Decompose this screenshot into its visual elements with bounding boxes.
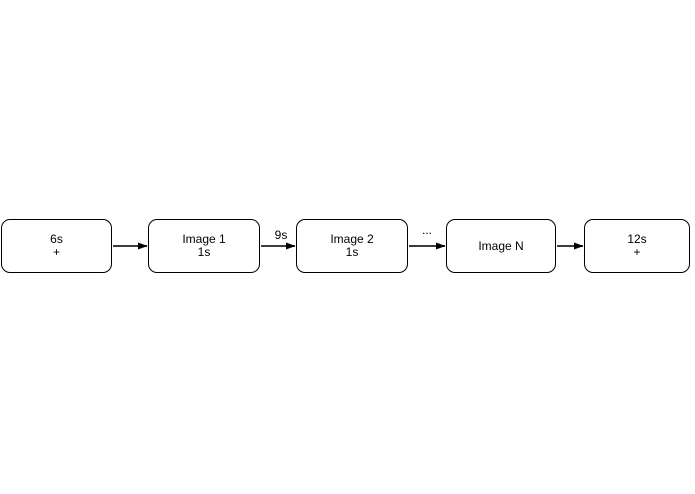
edge-label-9s: 9s xyxy=(273,228,289,242)
edge-label-ellipsis: ... xyxy=(420,223,434,237)
node-start-sublabel: + xyxy=(52,245,60,259)
node-image-2-sublabel: 1s xyxy=(345,245,359,259)
node-image-2-label: Image 2 xyxy=(330,232,374,246)
node-image-1: Image 1 1s xyxy=(148,219,260,273)
node-start: 6s + xyxy=(1,219,112,273)
node-end-label: 12s xyxy=(627,232,647,246)
node-image-n: Image N xyxy=(446,219,556,273)
node-image-2: Image 2 1s xyxy=(296,219,408,273)
node-end-sublabel: + xyxy=(633,245,641,259)
node-image-1-sublabel: 1s xyxy=(197,245,211,259)
node-end: 12s + xyxy=(584,219,690,273)
node-image-1-label: Image 1 xyxy=(182,232,226,246)
node-start-label: 6s xyxy=(50,232,63,246)
node-image-n-label: Image N xyxy=(478,238,524,253)
